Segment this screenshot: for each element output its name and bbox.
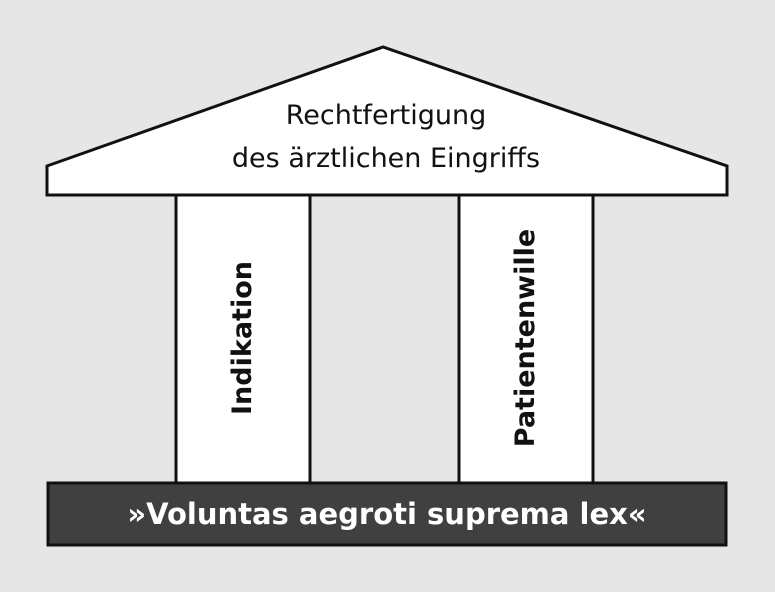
roof-title-line1: Rechtfertigung bbox=[285, 100, 487, 131]
base-shape bbox=[46, 481, 728, 547]
pillar-label-indikation: Indikation bbox=[227, 261, 258, 415]
roof-title-line2: des ärztlichen Eingriffs bbox=[231, 143, 541, 174]
pillar-left-shape bbox=[174, 193, 312, 485]
roof-shape bbox=[45, 45, 729, 197]
pillar-right-shape bbox=[457, 193, 595, 485]
pillar-label-patientenwille: Patientenwille bbox=[510, 228, 541, 448]
base-label: »Voluntas aegroti suprema lex« bbox=[127, 497, 647, 531]
